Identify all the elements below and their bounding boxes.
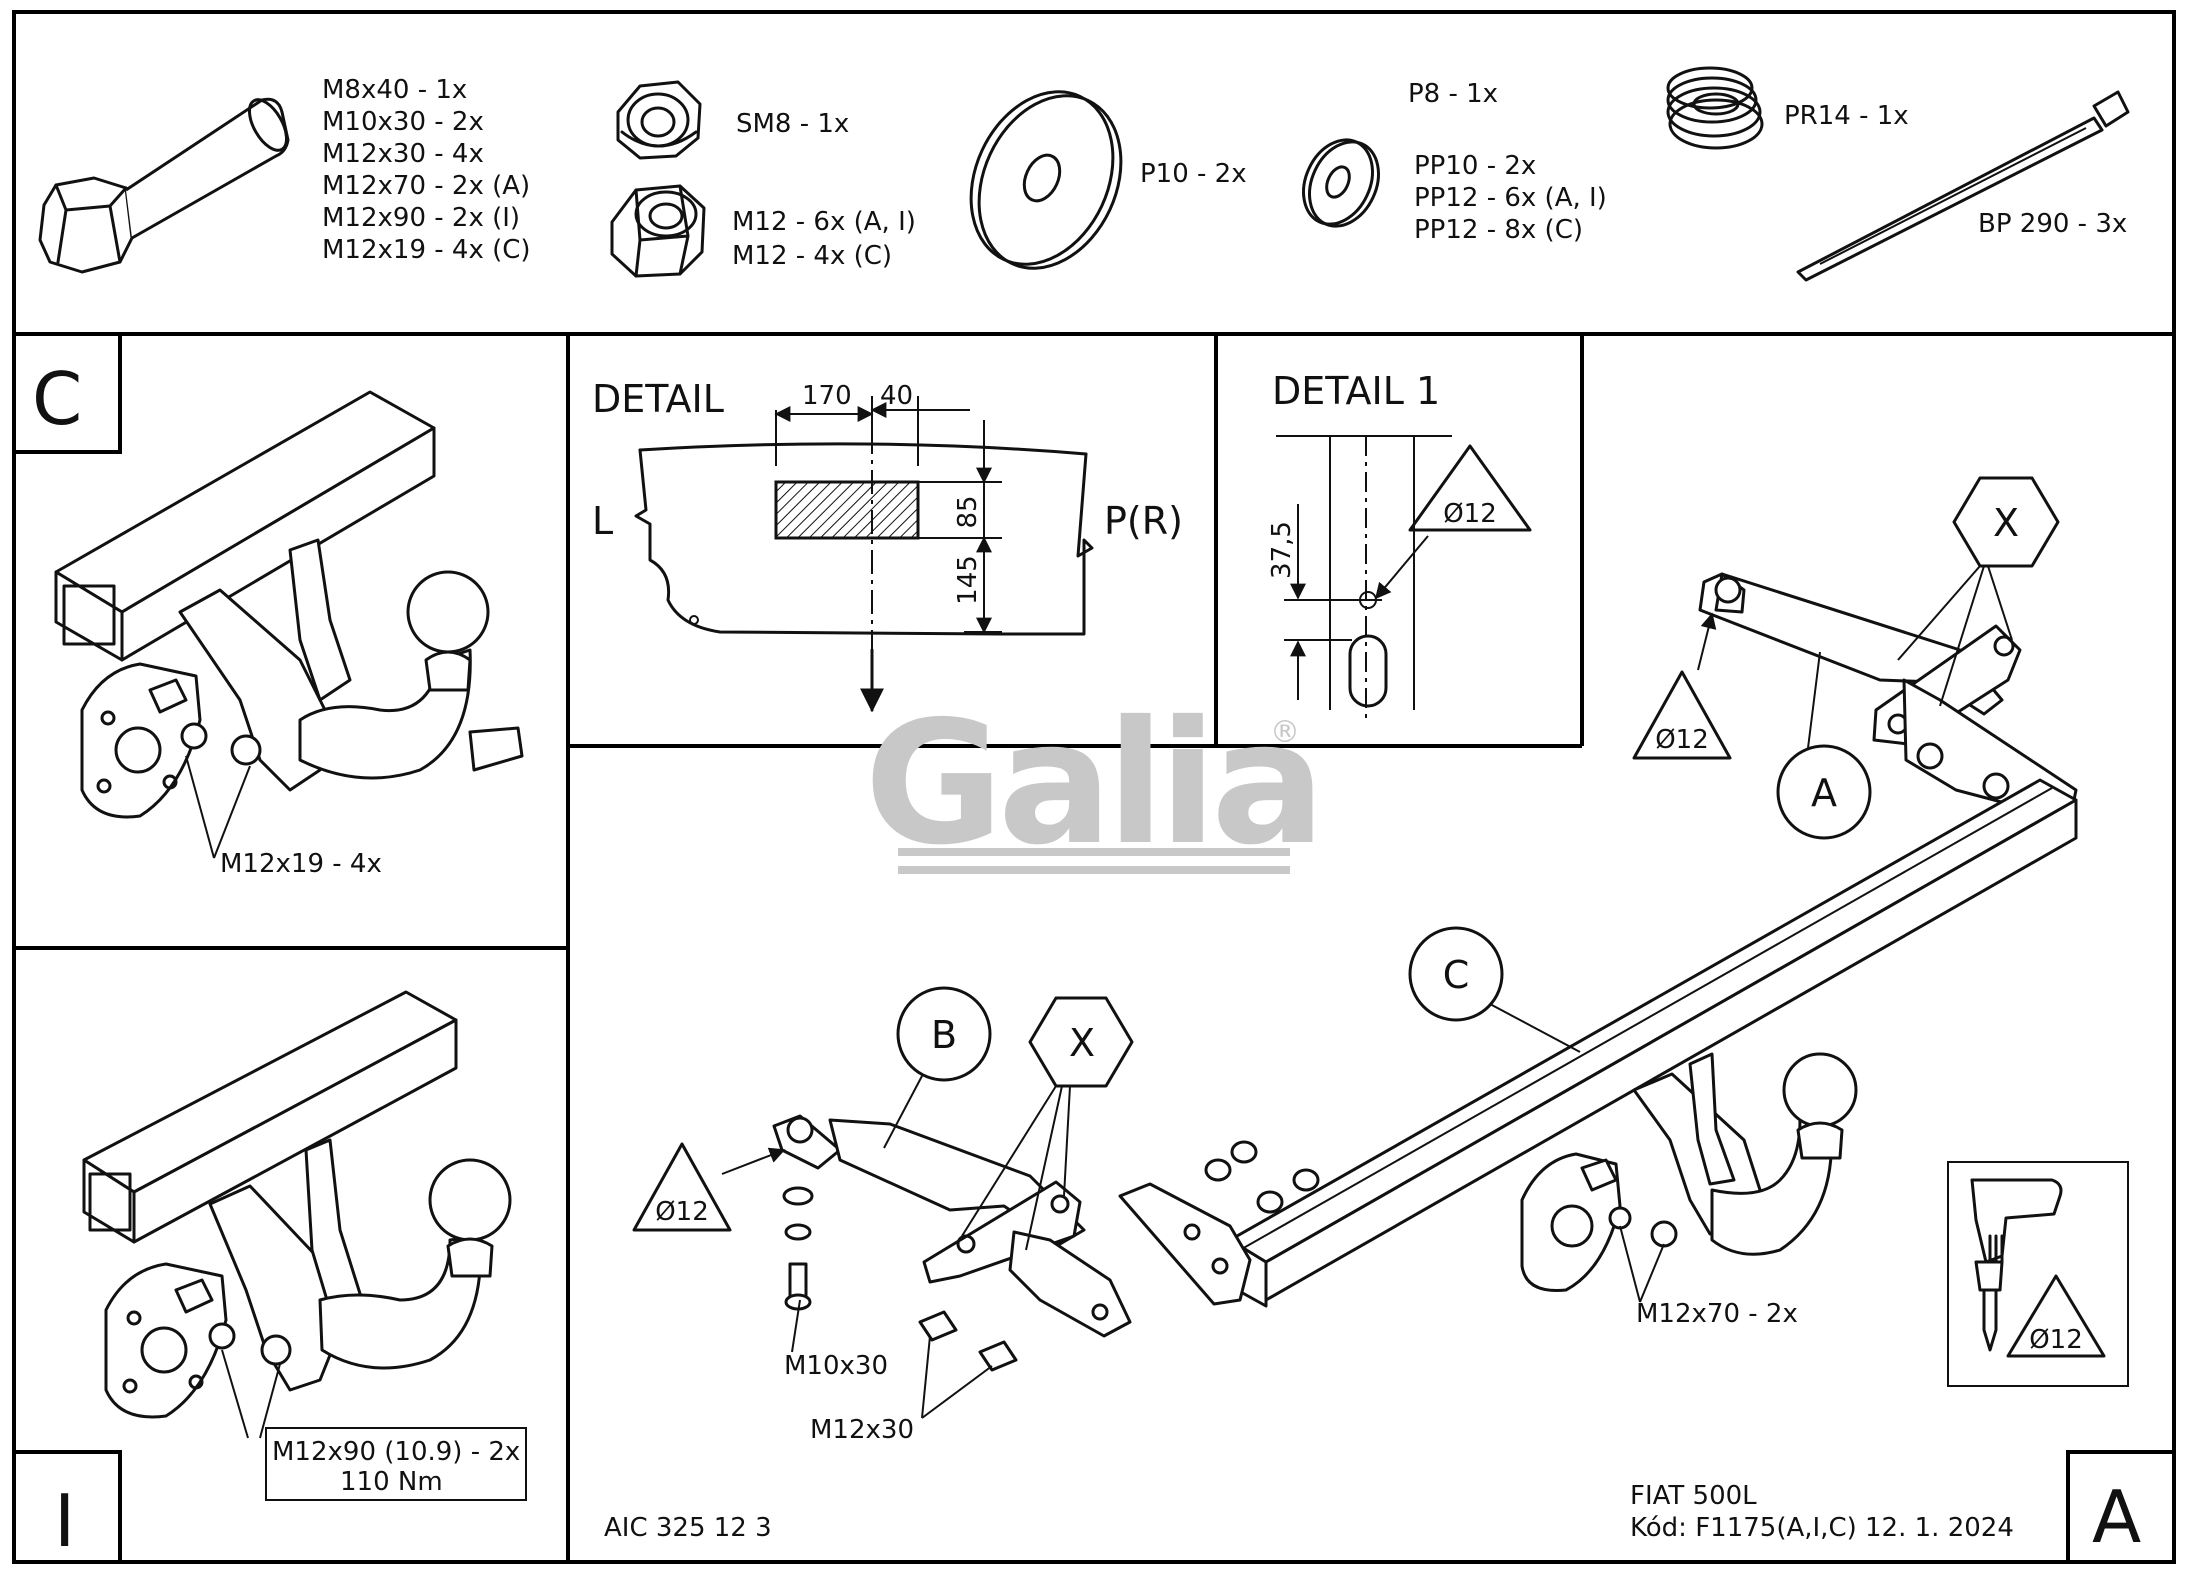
bolt-list: M8x40 - 1x M10x30 - 2x M12x30 - 4x M12x7…	[322, 75, 531, 265]
drill-tool-label: Ø12	[2029, 1325, 2083, 1355]
drill-tool-icon: Ø12	[1947, 1161, 2129, 1387]
drill-callout-b: Ø12	[632, 1142, 786, 1232]
panel-i-callout-line1: M12x90 (10.9) - 2x	[272, 1437, 520, 1467]
washer-pp12-label-2: PP12 - 8x (C)	[1414, 215, 1583, 245]
drawing-frame	[12, 10, 2176, 1564]
nut-m12-label-2: M12 - 4x (C)	[732, 241, 892, 271]
panel-i-callout-line2: 110 Nm	[340, 1467, 443, 1497]
detail-drawing	[634, 396, 1094, 713]
detail1-title: DETAIL 1	[1272, 369, 1440, 413]
nut-sm8-label: SM8 - 1x	[736, 109, 849, 139]
drill-callout-a: Ø12	[1632, 612, 1732, 760]
panel-c-callout-label: M12x19 - 4x	[220, 849, 382, 879]
drill-callout-a-label: Ø12	[1655, 725, 1709, 755]
tie-label: BP 290 - 3x	[1978, 209, 2127, 239]
detail-right-label: P(R)	[1104, 499, 1183, 543]
detail-left-label: L	[592, 499, 613, 543]
washer-p10-icon	[969, 90, 1123, 270]
washer-pp12-label-1: PP12 - 6x (A, I)	[1414, 183, 1607, 213]
detail-title: DETAIL	[592, 377, 724, 421]
detail1-drill-label: Ø12	[1443, 499, 1497, 529]
callout-m10x30: M10x30	[784, 1351, 888, 1381]
callout-x-bottom-label: X	[1069, 1021, 1095, 1065]
callout-x-bottom: X	[961, 996, 1134, 1251]
callout-x-top: X	[1897, 476, 2060, 707]
galia-logo: Galia ®	[864, 685, 1326, 883]
drill-callout-b-label: Ø12	[655, 1197, 709, 1227]
bolt-m12x19: M12x19 - 4x (C)	[322, 235, 531, 265]
bolt-m12x30: M12x30 - 4x	[322, 139, 484, 169]
panel-i-callout: M12x90 (10.9) - 2x 110 Nm	[221, 1349, 527, 1501]
panel-i-hitch-drawing	[82, 990, 512, 1419]
spring-label: PR14 - 1x	[1784, 101, 1909, 131]
bolt-callouts: M10x30 M12x30 M12x70 - 2x	[784, 1225, 1798, 1445]
code-and-date: Kód: F1175(A,I,C) 12. 1. 2024	[1630, 1513, 2014, 1543]
locknut-icon	[616, 80, 702, 160]
bolt-m12x90: M12x90 - 2x (I)	[322, 203, 520, 233]
spring-washer-icon	[1666, 66, 1764, 150]
bolt-m12x70: M12x70 - 2x (A)	[322, 171, 530, 201]
callout-m12x30: M12x30	[810, 1415, 914, 1445]
hex-nut-icon	[610, 184, 706, 278]
detail-dim-145: 145	[953, 555, 983, 605]
callout-c-label: C	[1443, 953, 1470, 997]
bolt-m10x30: M10x30 - 2x	[322, 107, 484, 137]
detail-dim-170: 170	[802, 381, 852, 411]
panel-c-hitch-drawing	[54, 390, 524, 819]
callout-c: C	[1408, 926, 1581, 1053]
callout-b: B	[883, 986, 992, 1149]
callout-m12x70: M12x70 - 2x	[1636, 1299, 1798, 1329]
detail-dim-40: 40	[880, 381, 913, 411]
detail-dim-85: 85	[953, 495, 983, 528]
detail1-drawing	[1276, 435, 1532, 720]
washer-pp10-label: PP10 - 2x	[1414, 151, 1536, 181]
panel-i-letter: I	[54, 1479, 75, 1563]
panel-c-letter: C	[32, 357, 82, 441]
vehicle-name: FIAT 500L	[1630, 1481, 1757, 1511]
bolt-icon	[38, 97, 290, 274]
callout-x-top-label: X	[1993, 501, 2019, 545]
logo-registered-mark: ®	[1270, 715, 1300, 750]
panel-c-callout: M12x19 - 4x	[185, 755, 382, 879]
detail1-dim-375: 37,5	[1267, 521, 1297, 579]
callout-a: A	[1776, 651, 1872, 840]
panel-a-letter: A	[2092, 1475, 2141, 1559]
washer-p8-label: P8 - 1x	[1408, 79, 1498, 109]
bolt-m8x40: M8x40 - 1x	[322, 75, 467, 105]
washer-p10-label: P10 - 2x	[1140, 159, 1247, 189]
callout-a-label: A	[1811, 771, 1837, 815]
cable-tie-icon	[1796, 90, 2130, 282]
washer-pp-icon	[1302, 138, 1380, 228]
nut-m12-label-1: M12 - 6x (A, I)	[732, 207, 916, 237]
doc-code: AIC 325 12 3	[604, 1513, 772, 1543]
callout-b-label: B	[931, 1013, 957, 1057]
